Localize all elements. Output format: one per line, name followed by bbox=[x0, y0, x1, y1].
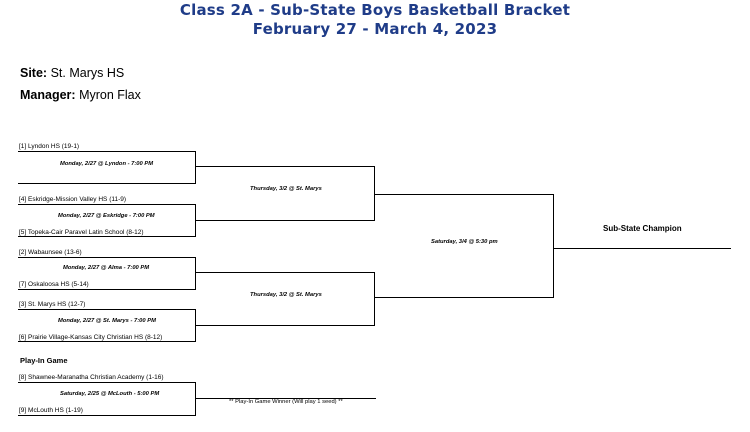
bracket-line bbox=[195, 325, 374, 326]
bracket-line bbox=[18, 289, 195, 290]
bracket-line bbox=[18, 183, 195, 184]
team-slot-4: [5] Topeka-Cair Paravel Latin School (8-… bbox=[19, 229, 144, 236]
bracket-line bbox=[374, 194, 553, 195]
bracket-line bbox=[18, 415, 195, 416]
bracket-line bbox=[18, 204, 195, 205]
site-label: Site: bbox=[20, 66, 48, 80]
bracket-line bbox=[553, 194, 554, 298]
site-value: St. Marys HS bbox=[50, 66, 125, 80]
bracket-line bbox=[18, 151, 195, 152]
bracket-line bbox=[195, 382, 196, 416]
team-slot-6: [7] Oskaloosa HS (5-14) bbox=[19, 281, 89, 288]
bracket-line bbox=[18, 257, 195, 258]
game-info-final: Saturday, 3/4 @ 5:30 pm bbox=[431, 239, 498, 245]
game-info-semi-2: Thursday, 3/2 @ St. Marys bbox=[250, 292, 322, 298]
bracket-dates: February 27 - March 4, 2023 bbox=[252, 20, 498, 38]
team-slot-3: [4] Eskridge-Mission Valley HS (11-9) bbox=[19, 196, 127, 203]
playin-team-bottom: [9] McLouth HS (1-19) bbox=[19, 407, 83, 414]
bracket-line bbox=[18, 382, 195, 383]
playin-heading: Play-In Game bbox=[20, 356, 68, 365]
bracket-line bbox=[374, 297, 553, 298]
team-slot-1: [1] Lyndon HS (19-1) bbox=[19, 143, 80, 150]
game-info-r1-1: Monday, 2/27 @ Lyndon - 7:00 PM bbox=[60, 161, 154, 167]
team-slot-5: [2] Wabaunsee (13-6) bbox=[19, 249, 82, 256]
bracket-line bbox=[553, 248, 731, 249]
bracket-title: Class 2A - Sub-State Boys Basketball Bra… bbox=[179, 1, 571, 19]
game-info-r1-2: Monday, 2/27 @ Eskridge - 7:00 PM bbox=[58, 213, 155, 219]
manager-value: Myron Flax bbox=[79, 88, 141, 102]
bracket-line bbox=[18, 236, 195, 237]
bracket-line bbox=[195, 398, 376, 399]
bracket-line bbox=[374, 272, 375, 326]
bracket-line bbox=[374, 166, 375, 221]
manager-line: Manager: Myron Flax bbox=[20, 88, 141, 102]
game-info-playin: Saturday, 2/25 @ McLouth - 5:00 PM bbox=[60, 391, 160, 397]
team-slot-8: [6] Prairie Village-Kansas City Christia… bbox=[19, 334, 163, 341]
bracket-line bbox=[195, 257, 196, 290]
playin-team-top: [8] Shawnee-Maranatha Christian Academy … bbox=[19, 374, 164, 381]
team-slot-7: [3] St. Marys HS (12-7) bbox=[19, 301, 86, 308]
bracket-line bbox=[195, 220, 374, 221]
playin-winner-note: ** Play-In Game Winner (Will play 1 seed… bbox=[229, 399, 343, 405]
site-line: Site: St. Marys HS bbox=[20, 66, 124, 80]
bracket-line bbox=[195, 166, 374, 167]
bracket-line bbox=[195, 151, 196, 184]
game-info-semi-1: Thursday, 3/2 @ St. Marys bbox=[250, 186, 322, 192]
champion-label: Sub-State Champion bbox=[603, 224, 682, 233]
game-info-r1-4: Monday, 2/27 @ St. Marys - 7:00 PM bbox=[58, 318, 156, 324]
bracket-line bbox=[18, 341, 195, 342]
game-info-r1-3: Monday, 2/27 @ Alma - 7:00 PM bbox=[63, 265, 150, 271]
bracket-line bbox=[18, 309, 195, 310]
manager-label: Manager: bbox=[20, 88, 76, 102]
bracket-line bbox=[195, 272, 374, 273]
